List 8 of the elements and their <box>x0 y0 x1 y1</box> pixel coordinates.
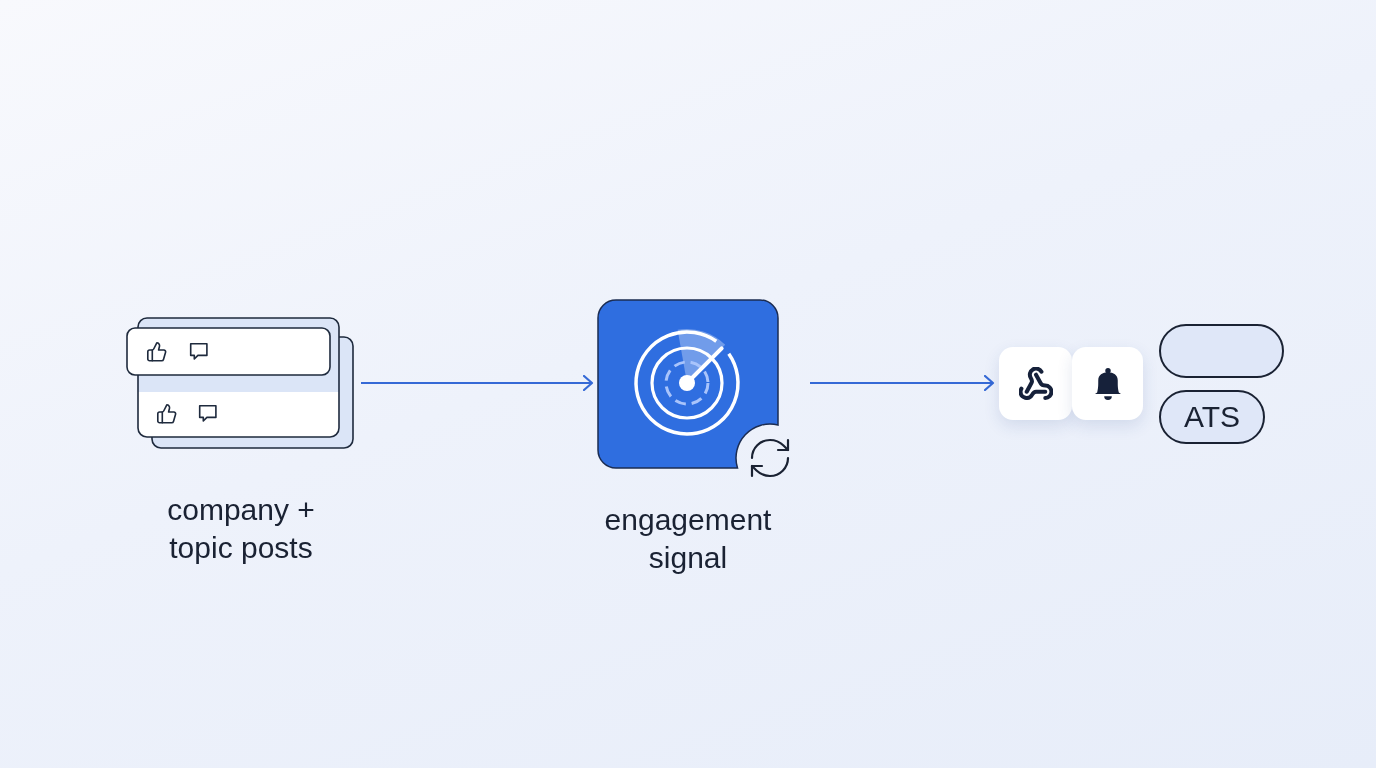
arrow <box>810 374 995 392</box>
arrow <box>361 374 594 392</box>
node-label: company + topic posts <box>166 492 316 566</box>
integration-pill: ATS <box>1159 390 1265 444</box>
integration-pill <box>1159 324 1284 378</box>
icon-tile <box>999 347 1072 420</box>
icon-tile <box>1072 347 1143 420</box>
node-label: engagement signal <box>603 502 773 576</box>
